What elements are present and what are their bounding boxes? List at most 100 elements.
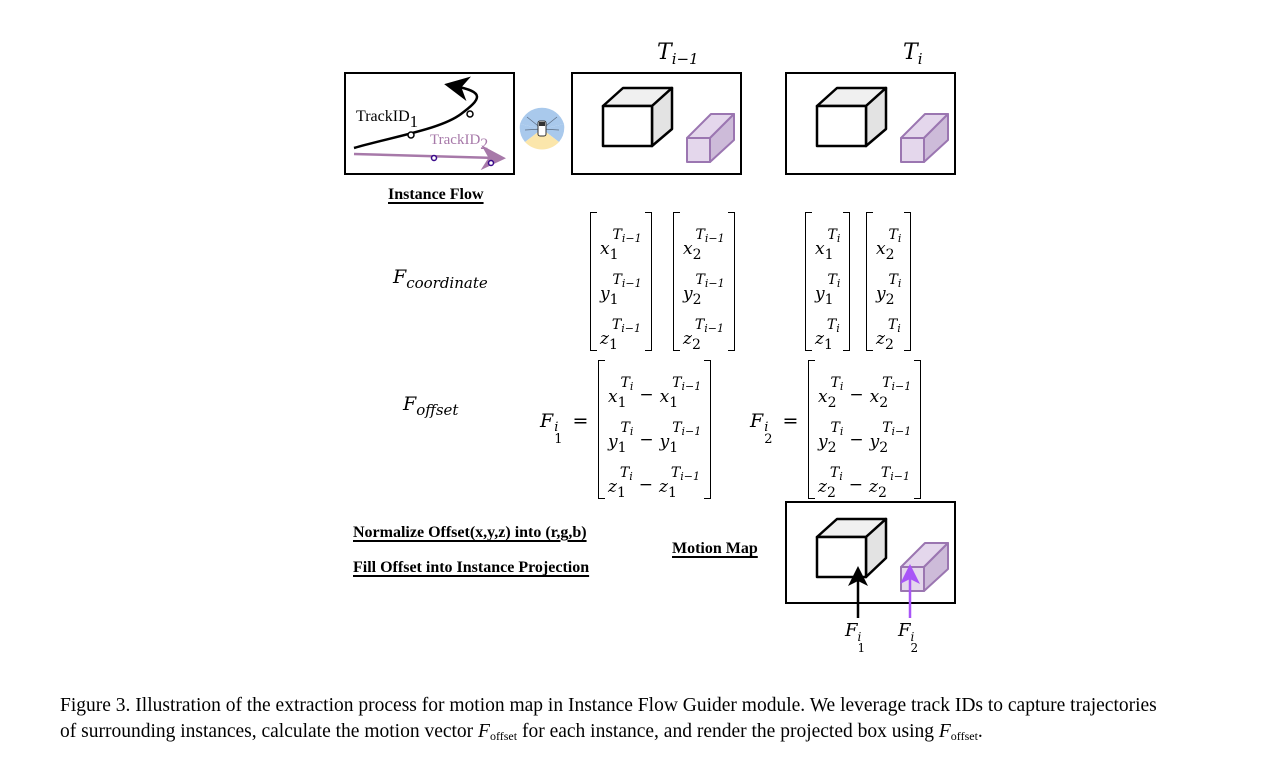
time-sub: i [897, 277, 902, 290]
time-sub: i−1 [681, 425, 702, 438]
curr-frame-T: T [903, 40, 918, 65]
time-sub: i−1 [621, 232, 642, 245]
time-sub: i [839, 380, 844, 393]
time-T: T [830, 420, 840, 436]
track2-point-b [487, 159, 495, 167]
term-a-time: Ti [621, 375, 634, 393]
time-sub: i [836, 232, 841, 245]
term-b-time: Ti−1 [880, 465, 910, 483]
minus-sign: − [638, 475, 654, 495]
time-sub: i [629, 470, 633, 483]
term-b-time: Ti−1 [672, 375, 701, 393]
bracket-right [644, 212, 652, 351]
term-a-index: 2 [827, 440, 837, 456]
prev-frame-header: Ti−1 [657, 40, 699, 68]
entry-var: y [815, 284, 825, 304]
entry-time: Ti−1 [696, 272, 725, 290]
time-T: T [827, 227, 837, 243]
frame-prev [571, 72, 742, 175]
entry-index: 1 [609, 292, 619, 308]
motion-map-panel [785, 501, 956, 604]
time-sub: i−1 [704, 277, 725, 290]
term-b-index: 1 [669, 440, 679, 456]
term-a-var: y [818, 432, 828, 452]
time-T: T [694, 317, 705, 333]
term-a-var: z [608, 477, 617, 497]
time-T: T [880, 465, 891, 481]
fill-step-label: Fill Offset into Instance Projection [353, 559, 590, 576]
entry-time: Ti [888, 317, 901, 335]
entry-index: 1 [824, 292, 834, 308]
time-sub: i [629, 425, 634, 438]
track1-sub: 1 [409, 112, 419, 131]
time-T: T [882, 375, 892, 391]
term-a-time: Ti [830, 420, 844, 438]
entry-var: z [876, 329, 885, 349]
term-a-var: x [608, 387, 618, 407]
entry-var: y [876, 284, 886, 304]
entry-index: 2 [692, 292, 702, 308]
term-b-index: 2 [879, 440, 889, 456]
term-b-index: 2 [877, 485, 887, 501]
term-a-var: z [818, 477, 827, 497]
time-sub: i−1 [704, 232, 725, 245]
caption-math-f: F [478, 721, 490, 742]
term-a-time: Ti [831, 375, 844, 393]
curr-frame-sub: i [917, 50, 923, 68]
motion-arrows [848, 564, 920, 618]
frame-curr-scene [815, 86, 949, 163]
entry-index: 2 [884, 337, 894, 353]
eq2-sup: i [764, 420, 769, 435]
time-sub: i [897, 322, 901, 335]
entry-var: y [683, 284, 693, 304]
entry-index: 2 [692, 247, 702, 263]
f-offset-sub: offset [416, 401, 459, 419]
frame-prev-scene [601, 86, 735, 163]
prev-frame-T: T [657, 40, 672, 65]
arrow1-sub: 1 [857, 641, 866, 655]
term-a-index: 1 [617, 395, 627, 411]
entry-time: Ti−1 [611, 317, 641, 335]
arrow1-sup: i [857, 630, 862, 644]
term-b-var: z [869, 477, 878, 497]
time-T: T [826, 317, 837, 333]
eq1-equals: = [572, 410, 589, 432]
instance-flow-panel: TrackID1 TrackID2 [344, 72, 515, 175]
f-coordinate-label: Fcoordinate [393, 266, 488, 292]
arrow2-F: F [898, 620, 911, 641]
entry-time: Ti [889, 227, 902, 245]
term-a-var: y [608, 432, 618, 452]
entry-index: 1 [609, 247, 619, 263]
entry-time: Ti [828, 272, 841, 290]
eq1-sup: i [554, 420, 559, 435]
entry-var: z [683, 329, 692, 349]
term-b-index: 1 [669, 395, 679, 411]
entry-index: 1 [824, 247, 834, 263]
time-T: T [672, 375, 682, 391]
time-T: T [611, 317, 622, 333]
entry-time: Ti−1 [696, 227, 725, 245]
f-offset-main: F [403, 393, 417, 415]
bracket-left [590, 212, 597, 351]
term-a-time: Ti [830, 465, 843, 483]
caption-math-sub: offset [489, 729, 518, 743]
time-sub: i−1 [621, 322, 641, 335]
bracket-right [914, 360, 922, 499]
track1-point-b [466, 110, 474, 118]
term-b-time: Ti−1 [672, 420, 702, 438]
